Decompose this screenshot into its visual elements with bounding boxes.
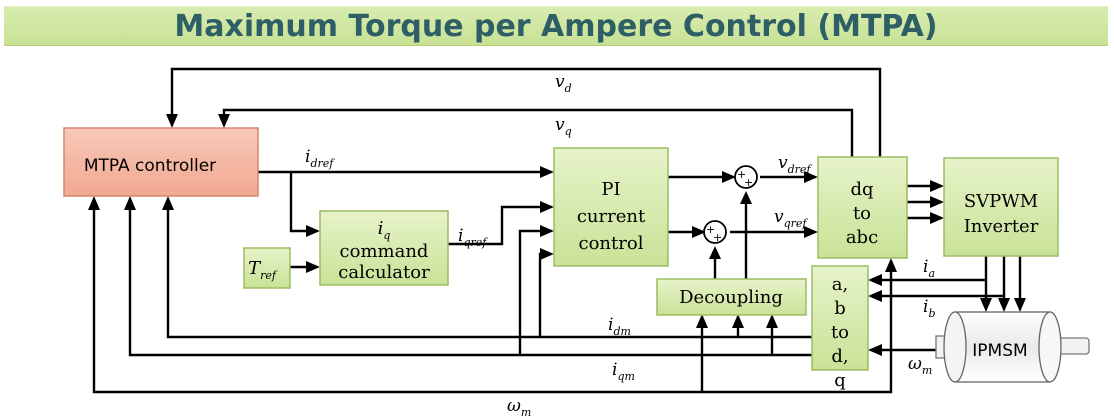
- summer-q-sign1: +: [706, 223, 715, 236]
- label-vd: vd: [555, 72, 572, 95]
- summer-d: + +: [734, 165, 758, 189]
- mtpa-controller-block: MTPA controller: [63, 127, 259, 197]
- label-wm-bottom: ωm: [507, 396, 531, 418]
- label-wm-motor: ωm: [908, 354, 932, 377]
- ipmsm-label: IPMSM: [972, 341, 1027, 361]
- arrow-dec-in1: [696, 314, 708, 328]
- label-vdref: vdref: [778, 153, 812, 176]
- label-ia: ia: [923, 257, 935, 280]
- arrow-motor-1: [980, 298, 992, 312]
- title-bar: Maximum Torque per Ampere Control (MTPA): [4, 6, 1108, 46]
- abc-line5: q: [834, 370, 846, 391]
- label-vq: vq: [555, 115, 572, 138]
- svpwm-line1: SVPWM: [964, 191, 1038, 212]
- wire-vd: [170, 67, 882, 157]
- svg-text:iq: iq: [378, 218, 391, 242]
- dq-to-abc-block: dq to abc: [817, 156, 908, 259]
- dq-line3: abc: [846, 227, 878, 248]
- arrow-sum2-bottom: [709, 246, 721, 259]
- wire-iqref: [448, 205, 544, 246]
- abc-to-dq-block: a, b to d, q: [811, 265, 869, 391]
- iq-calc-symbol: i: [378, 218, 384, 239]
- mtpa-controller-label: MTPA controller: [84, 156, 216, 176]
- wire-iqm-to-pi: [518, 229, 544, 355]
- arrow-svpwm-1: [930, 180, 944, 192]
- summer-d-sign1: +: [737, 168, 746, 181]
- arrow-vq: [218, 114, 230, 128]
- arrow-dec-in3: [766, 314, 778, 328]
- wire-iqm: [128, 208, 812, 357]
- arrow-vdref: [804, 171, 818, 183]
- dq-line2: to: [853, 203, 871, 224]
- arrow-svpwm-2: [930, 196, 944, 208]
- arrow-pi-in4: [540, 248, 554, 260]
- wire-vq: [222, 108, 854, 157]
- arrow-sum2-in: [692, 226, 706, 238]
- tref-main: T: [248, 258, 262, 279]
- decoupling-block: Decoupling: [656, 278, 807, 316]
- pi-current-control-block: PI current control: [553, 147, 669, 267]
- wire-wm-bottom: [92, 208, 893, 394]
- arrow-sum1-bottom: [740, 191, 752, 204]
- wire-idm: [166, 208, 812, 339]
- wire-idm-to-pi: [538, 252, 544, 337]
- pi-line3: control: [579, 233, 644, 254]
- arrow-motor-3: [1014, 298, 1026, 312]
- arrow-sum1-in: [722, 171, 736, 183]
- arrow-mtpa-in1: [88, 196, 100, 210]
- arrow-vd: [166, 114, 178, 128]
- arrow-ib: [868, 290, 882, 302]
- arrow-svpwm-3: [930, 212, 944, 224]
- arrow-motor-2: [998, 298, 1010, 312]
- iq-calc-line2: command: [340, 241, 429, 262]
- summer-q-sign2: +: [713, 231, 722, 244]
- arrow-vqref: [804, 226, 818, 238]
- dq-line1: dq: [850, 179, 873, 200]
- summer-q: + +: [703, 220, 727, 244]
- arrow-wm-up: [885, 258, 897, 272]
- ipmsm-motor: IPMSM: [935, 311, 1090, 383]
- arrow-calc-in1: [306, 225, 320, 237]
- decoupling-label: Decoupling: [679, 287, 783, 308]
- label-ib: ib: [923, 297, 935, 320]
- summer-d-sign2: +: [744, 176, 753, 189]
- svg-text:Tref: Tref: [248, 258, 278, 282]
- label-iqm: iqm: [612, 360, 635, 383]
- abc-line1: a,: [832, 274, 848, 295]
- iq-calc-sub: q: [383, 229, 390, 242]
- label-idm: idm: [608, 315, 631, 338]
- label-iqref: iqref: [458, 226, 488, 249]
- arrow-calc-in2: [306, 261, 320, 273]
- arrow-pi-in3: [540, 225, 554, 237]
- tref-sub: ref: [260, 269, 278, 282]
- svpwm-inverter-block: SVPWM Inverter: [943, 157, 1059, 257]
- iq-calc-line3: calculator: [338, 262, 430, 283]
- abc-line3: to: [831, 322, 849, 343]
- arrow-ia: [868, 274, 882, 286]
- pi-line1: PI: [601, 179, 620, 200]
- abc-line4: d,: [831, 346, 848, 367]
- wire-idref-branch: [289, 172, 310, 233]
- arrow-mtpa-in3: [162, 196, 174, 210]
- arrow-wm-motor: [868, 344, 882, 356]
- pi-line2: current: [577, 206, 646, 227]
- arrow-mtpa-in2: [124, 196, 136, 210]
- abc-line2: b: [834, 298, 846, 319]
- arrow-idref: [540, 166, 554, 178]
- tref-block: Tref: [243, 247, 291, 289]
- svpwm-line2: Inverter: [964, 216, 1039, 237]
- arrow-dec-in2: [732, 314, 744, 328]
- page-title: Maximum Torque per Ampere Control (MTPA): [174, 9, 938, 44]
- signal-labels: vd vq idref iqref vdref vqref ia ib idm …: [305, 72, 935, 418]
- label-vqref: vqref: [774, 207, 808, 230]
- arrowheads: [88, 114, 1026, 356]
- label-idref: idref: [305, 147, 335, 170]
- arrow-iqref: [540, 201, 554, 213]
- iq-command-calculator-block: iq command calculator: [319, 210, 449, 286]
